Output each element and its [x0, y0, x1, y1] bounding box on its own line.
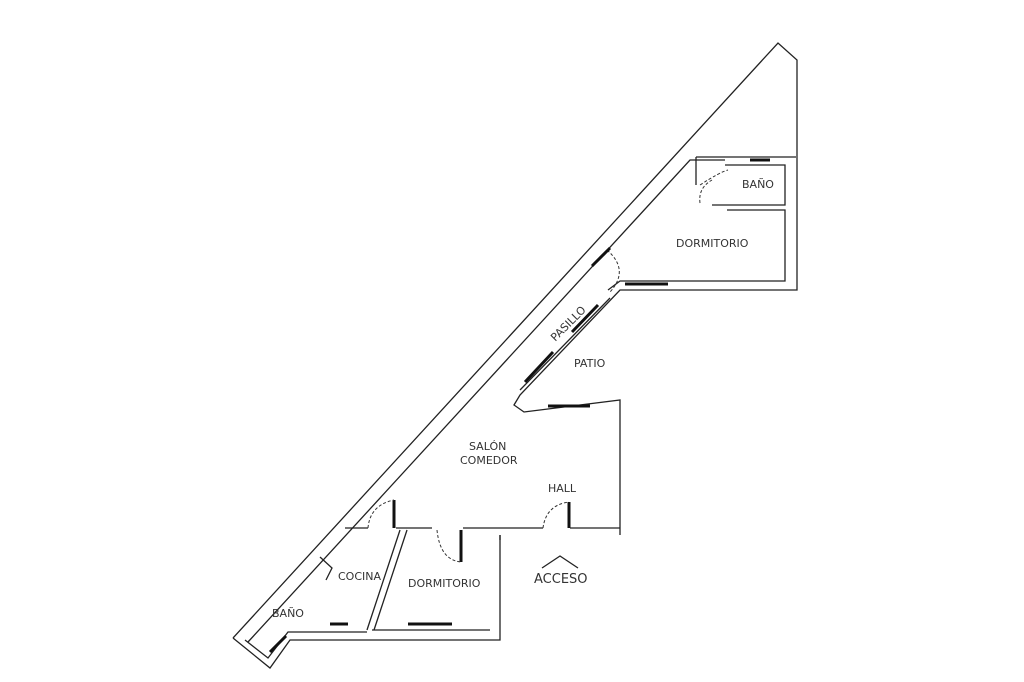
cocina-wall [319, 556, 333, 581]
patio-wall [519, 297, 611, 391]
door-swing [367, 499, 395, 529]
room-label-bano: BAÑO [742, 178, 774, 191]
door-swing [436, 529, 462, 563]
acceso-arrow-icon [541, 555, 579, 569]
room-label-bano-2: BAÑO [272, 607, 304, 620]
door-swing [699, 169, 729, 204]
door [590, 246, 612, 268]
room-label-cocina: COCINA [338, 570, 381, 583]
dormitorio-wall [607, 209, 786, 291]
partition-wall [373, 529, 408, 631]
room-label-hall: HALL [548, 482, 577, 495]
room-label-dormitorio: DORMITORIO [676, 237, 749, 250]
partition-wall [366, 529, 401, 631]
outer-wall-inner [247, 159, 725, 643]
room-label-dormitorio-2: DORMITORIO [408, 577, 481, 590]
outer-wall [232, 42, 798, 639]
door-swing [542, 501, 570, 529]
room-label-comedor: COMEDOR [460, 454, 518, 467]
window [523, 350, 555, 384]
bottom-left-wall [232, 535, 501, 669]
window [570, 303, 600, 334]
room-label-pasillo: PASILLO [548, 303, 589, 344]
acceso-label: ACCESO [534, 572, 588, 587]
bano-wall [712, 164, 786, 206]
bottom-left-wall-inner [244, 631, 367, 659]
window [268, 634, 288, 654]
room-label-patio: PATIO [574, 357, 606, 370]
room-label-salon: SALÓN [469, 440, 506, 453]
